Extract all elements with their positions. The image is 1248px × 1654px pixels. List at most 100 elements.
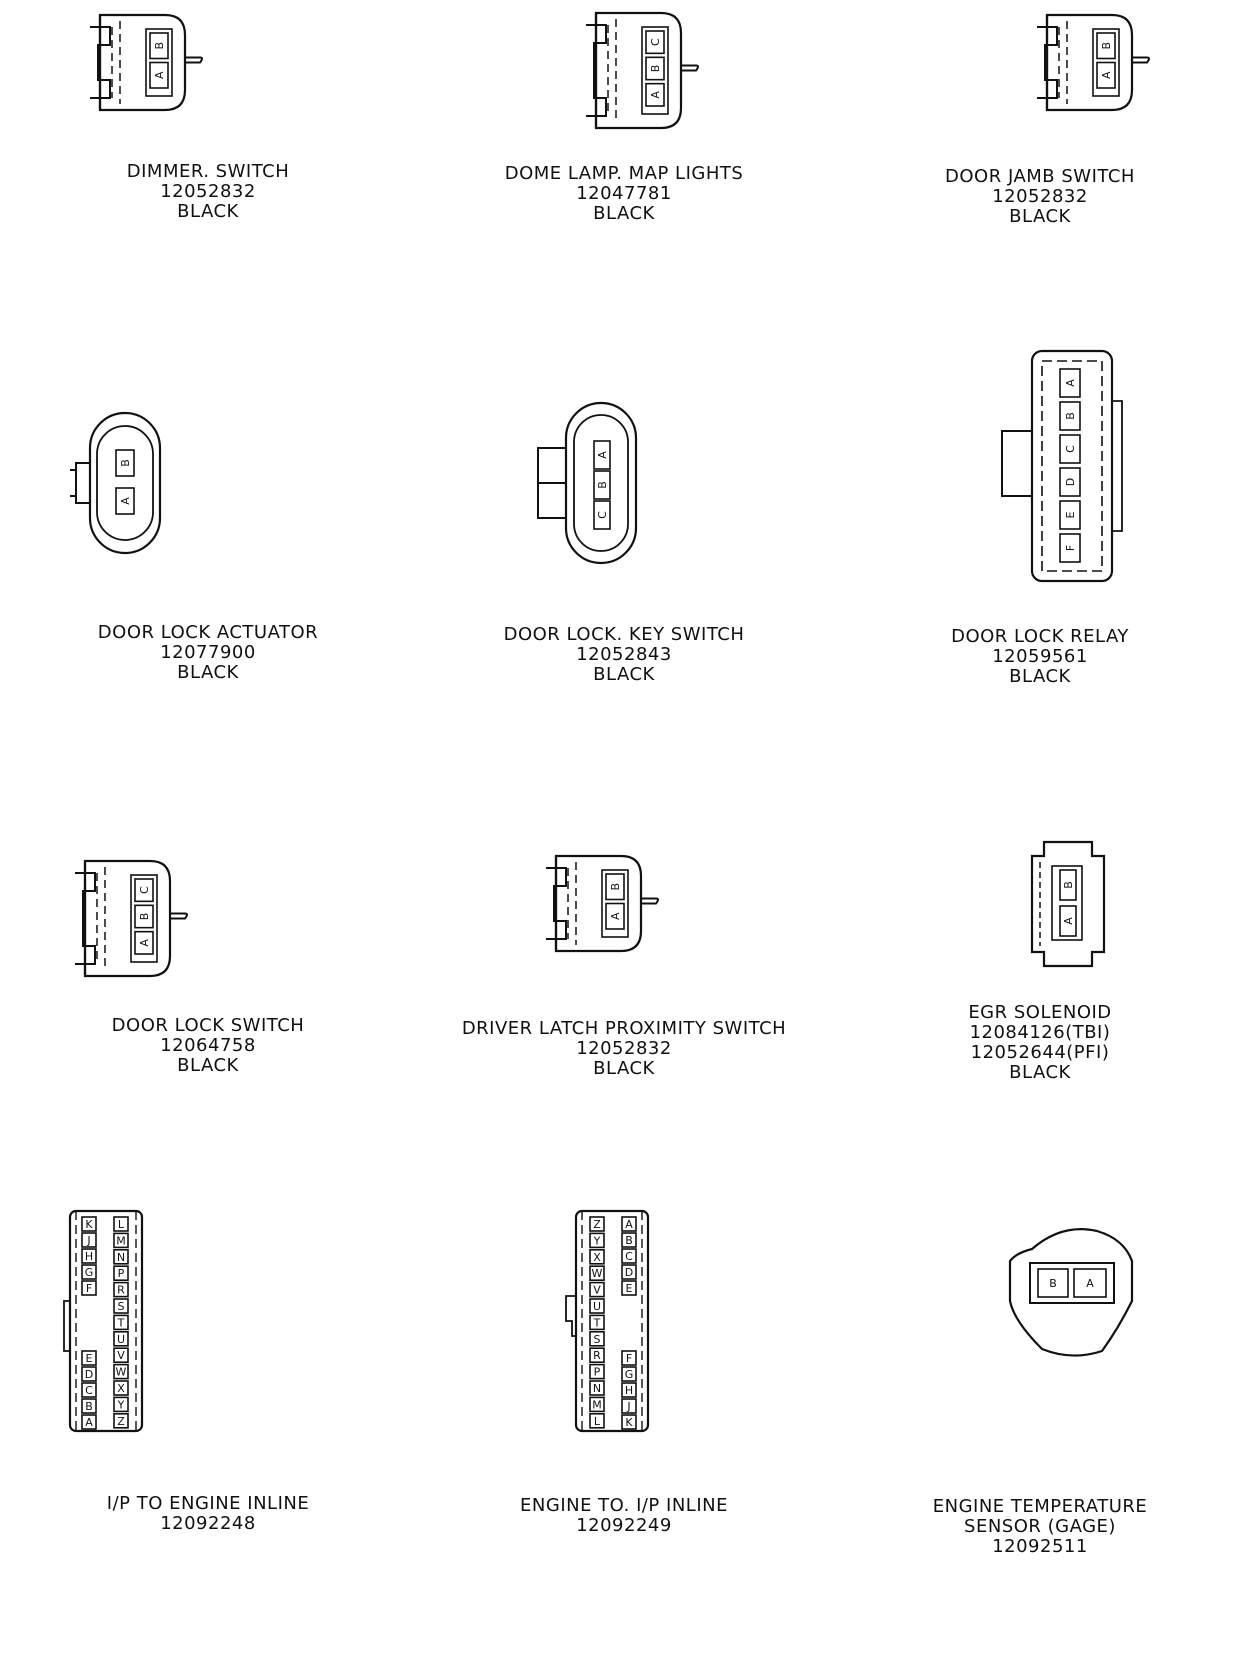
pin-B: B	[115, 449, 135, 477]
connector-name: DIMMER. SWITCH	[126, 161, 290, 182]
pin-B: B	[1037, 1268, 1069, 1298]
pin-S: S	[113, 1298, 129, 1314]
svg-text:X: X	[593, 1251, 601, 1264]
svg-text:K: K	[85, 1218, 93, 1231]
svg-text:D: D	[1064, 478, 1077, 486]
pin-B: B	[1059, 401, 1081, 431]
svg-text:B: B	[1064, 412, 1077, 420]
svg-text:Y: Y	[117, 1398, 125, 1411]
pin-S: S	[589, 1331, 605, 1347]
pin-P: P	[113, 1265, 129, 1282]
svg-text:B: B	[596, 481, 609, 489]
svg-text:B: B	[1062, 881, 1075, 889]
connector-detail: BLACK	[177, 1055, 239, 1076]
pin-K: K	[621, 1414, 637, 1430]
connector-detail: 12092248	[160, 1513, 256, 1534]
connector-name: DOOR LOCK RELAY	[951, 626, 1129, 647]
svg-text:L: L	[118, 1218, 125, 1231]
connector-detail: 12052832	[160, 181, 256, 202]
svg-text:B: B	[649, 65, 662, 73]
pin-P: P	[589, 1363, 605, 1380]
pin-L: L	[589, 1413, 605, 1429]
pin-K: K	[81, 1216, 97, 1232]
svg-text:F: F	[1064, 545, 1077, 551]
pin-U: U	[113, 1331, 129, 1347]
pin-D: D	[81, 1366, 97, 1382]
svg-text:T: T	[117, 1316, 125, 1329]
connector-name: I/P TO ENGINE INLINE	[106, 1493, 310, 1514]
svg-text:M: M	[116, 1234, 126, 1247]
svg-text:R: R	[117, 1284, 125, 1297]
pin-C: C	[621, 1248, 637, 1264]
pin-D: D	[621, 1264, 637, 1280]
svg-text:N: N	[593, 1382, 601, 1395]
svg-text:C: C	[1064, 445, 1077, 453]
svg-text:Y: Y	[593, 1234, 601, 1247]
pin-B: B	[149, 32, 169, 60]
svg-text:A: A	[85, 1416, 93, 1429]
svg-text:V: V	[117, 1349, 125, 1362]
pin-D: D	[1059, 467, 1081, 497]
svg-text:A: A	[1064, 379, 1077, 387]
connector-drawing: A B C D E F	[832, 349, 1248, 653]
svg-text:F: F	[626, 1352, 632, 1365]
svg-text:D: D	[625, 1266, 633, 1279]
svg-text:F: F	[86, 1282, 92, 1295]
connector-detail: 12077900	[160, 642, 256, 663]
svg-text:Z: Z	[593, 1218, 601, 1231]
svg-text:S: S	[118, 1300, 125, 1313]
pin-E: E	[1059, 500, 1081, 530]
connector-detail: BLACK	[593, 203, 655, 224]
connector-detail: 12052644(PFI)	[970, 1042, 1110, 1063]
connector-detail: BLACK	[593, 664, 655, 685]
connector-detail: 12052843	[576, 644, 672, 665]
pin-J: J	[621, 1398, 637, 1414]
connector-detail: 12052832	[576, 1038, 672, 1059]
pin-A: A	[645, 82, 665, 107]
svg-text:B: B	[625, 1234, 633, 1247]
pin-B: B	[81, 1398, 97, 1414]
svg-text:X: X	[117, 1382, 125, 1395]
svg-text:C: C	[138, 886, 151, 894]
pin-A: A	[81, 1414, 97, 1430]
pin-A: A	[149, 61, 169, 89]
pin-B: B	[621, 1232, 637, 1248]
svg-text:H: H	[85, 1250, 93, 1263]
connector-name: DOOR LOCK ACTUATOR	[97, 622, 319, 643]
pin-Z: Z	[113, 1413, 129, 1429]
svg-text:R: R	[593, 1349, 601, 1362]
pin-C: C	[1059, 434, 1081, 464]
connector-name: DOOR JAMB SWITCH	[945, 166, 1135, 187]
pin-H: H	[621, 1382, 637, 1398]
connector-detail: 12092249	[576, 1515, 672, 1536]
svg-text:C: C	[596, 511, 609, 519]
svg-text:B: B	[85, 1400, 93, 1413]
pin-M: M	[113, 1232, 129, 1249]
pin-W: W	[113, 1363, 129, 1380]
connector-name: DRIVER LATCH PROXIMITY SWITCH	[461, 1018, 787, 1039]
connector-name: DOOR LOCK. KEY SWITCH	[503, 624, 745, 645]
svg-text:B: B	[609, 883, 622, 891]
pin-B: B	[134, 904, 154, 929]
svg-text:A: A	[1100, 71, 1113, 79]
svg-text:S: S	[594, 1333, 601, 1346]
connector-name: ENGINE TO. I/P INLINE	[520, 1495, 728, 1516]
